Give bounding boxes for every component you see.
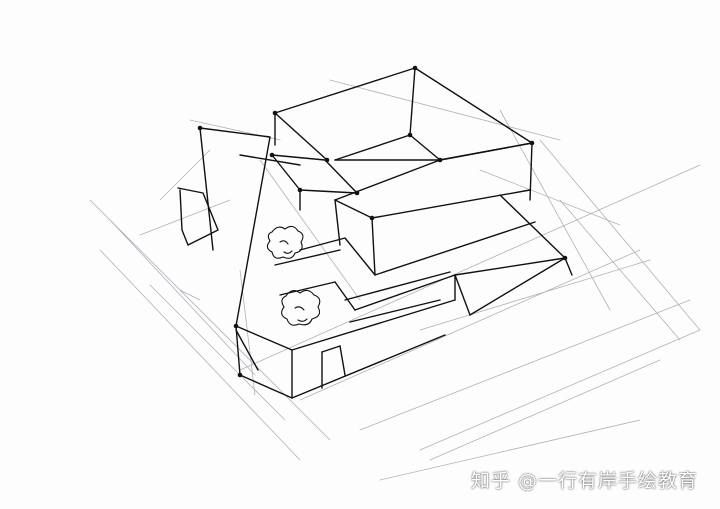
tree-top xyxy=(266,225,304,259)
vertex-marks xyxy=(197,65,568,378)
main-ink-lines xyxy=(177,67,573,399)
watermark-text: 知乎 @一行有岸手绘教育 xyxy=(470,470,698,492)
construction-lines xyxy=(89,79,701,481)
tree-bottom xyxy=(281,289,321,326)
